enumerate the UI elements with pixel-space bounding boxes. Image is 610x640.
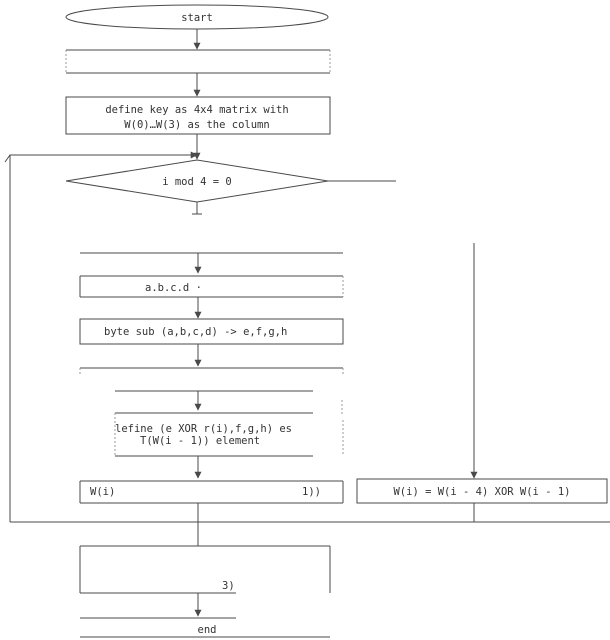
start-label: start xyxy=(181,12,213,24)
define-t-line-1: lefine (e XOR r(i),f,g,h) es xyxy=(115,423,292,435)
wi-left-box xyxy=(79,480,344,504)
define-t-line-2: T(W(i - 1)) element xyxy=(140,435,260,447)
wi-right-label: W(i) = W(i - 4) XOR W(i - 1) xyxy=(393,486,570,498)
define-key-line-2: W(0)…W(3) as the column xyxy=(124,119,269,131)
bottom-step-box xyxy=(79,545,331,594)
abcd-box xyxy=(79,275,344,298)
empty-step-box-2 xyxy=(79,367,344,392)
wi-right-box xyxy=(356,478,608,504)
define-key-box xyxy=(65,96,331,135)
wi-left-label-b: 1)) xyxy=(302,486,321,498)
condition-label: i mod 4 = 0 xyxy=(162,176,232,188)
define-key-line-1: define key as 4x4 matrix with xyxy=(105,104,288,116)
byte-sub-box xyxy=(79,318,344,345)
wi-left-label-a: W(i) xyxy=(90,486,115,498)
abcd-label: a.b.c.d · xyxy=(145,282,202,294)
define-t-box xyxy=(114,412,344,457)
empty-step-box-1 xyxy=(65,49,331,74)
end-label: end xyxy=(198,624,217,636)
bottom-step-label: 3) xyxy=(222,580,235,592)
byte-sub-label: byte sub (a,b,c,d) -> e,f,g,h xyxy=(104,326,287,338)
